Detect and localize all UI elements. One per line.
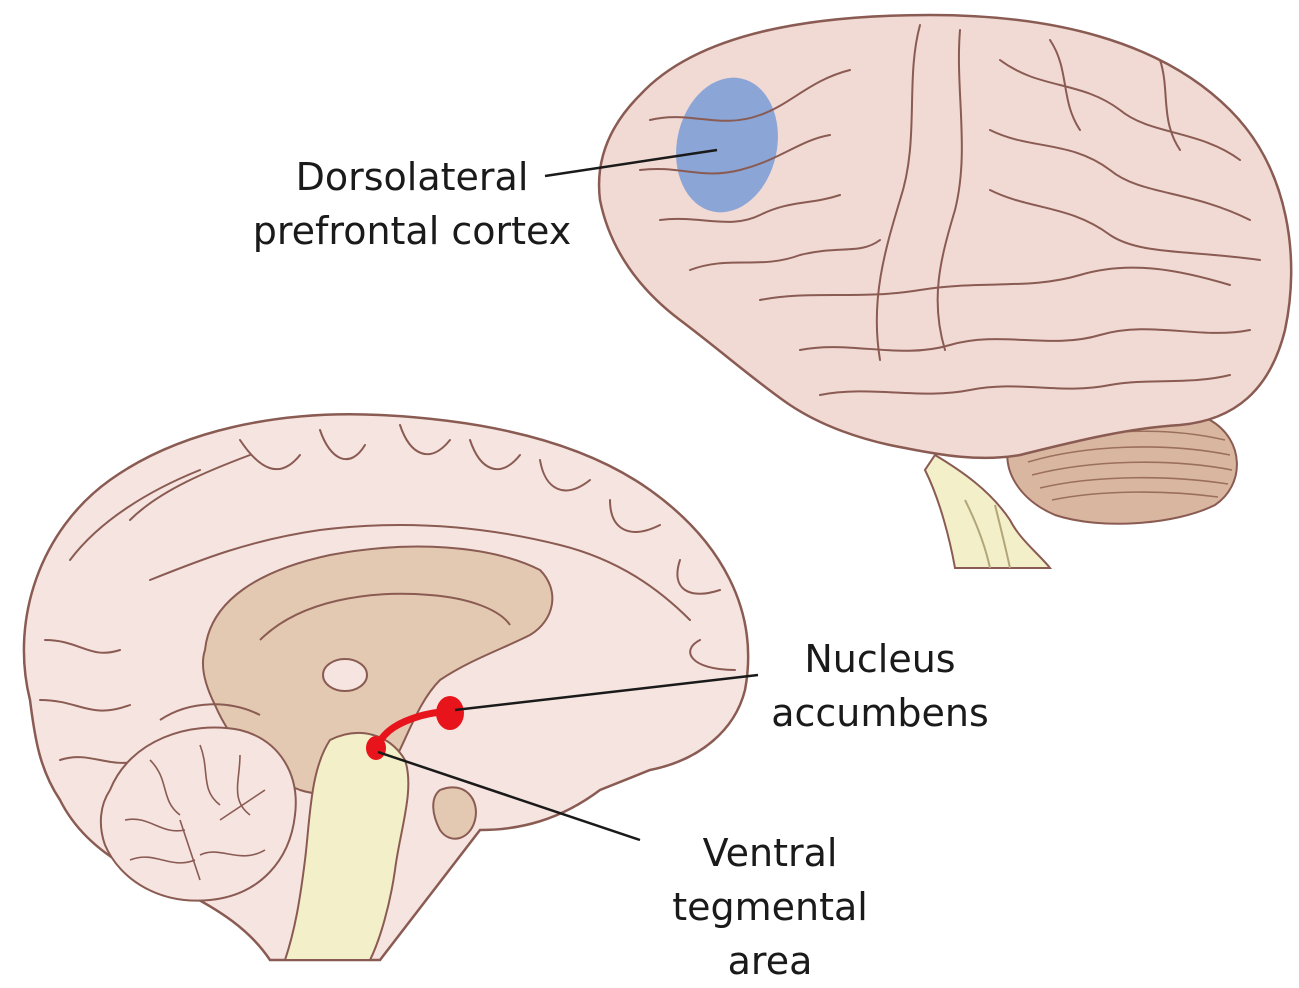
label-nacc-line2: accumbens xyxy=(760,686,1000,740)
medial-brain xyxy=(24,414,748,960)
label-dlpfc-line1: Dorsolateral xyxy=(232,150,592,204)
thalamus-oval xyxy=(323,659,367,691)
label-nucleus-accumbens: Nucleus accumbens xyxy=(760,632,1000,740)
label-vta-line3: area xyxy=(670,934,870,988)
lateral-brain xyxy=(599,15,1291,568)
lateral-cortex xyxy=(599,15,1291,458)
vta-marker xyxy=(366,736,386,760)
label-dlpfc-line2: prefrontal cortex xyxy=(232,204,592,258)
label-dlpfc: Dorsolateral prefrontal cortex xyxy=(232,150,592,258)
label-vta-line1: Ventral xyxy=(670,826,870,880)
label-nacc-line1: Nucleus xyxy=(760,632,1000,686)
label-ventral-tegmental-area: Ventral tegmental area xyxy=(670,826,870,988)
pituitary xyxy=(433,787,476,838)
label-vta-line2: tegmental xyxy=(670,880,870,934)
nucleus-accumbens-marker xyxy=(436,696,464,730)
